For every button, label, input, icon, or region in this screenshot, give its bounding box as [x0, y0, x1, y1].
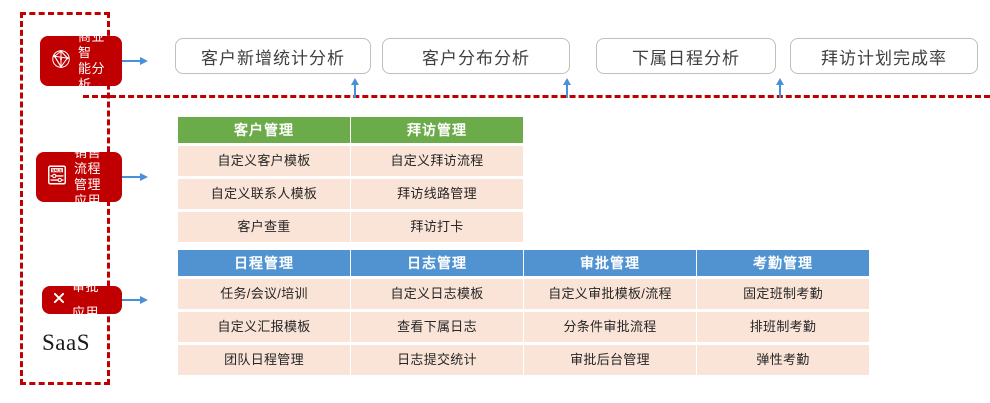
card-title: 日程管理 [178, 250, 350, 276]
network-graph-icon [50, 48, 72, 75]
card-item[interactable]: 自定义客户模板 [178, 146, 350, 176]
card-item[interactable]: 分条件审批流程 [524, 312, 696, 342]
analytics-button-customer-growth[interactable]: 客户新增统计分析 [175, 38, 371, 74]
card-approval-management[interactable]: 审批管理 自定义审批模板/流程 分条件审批流程 审批后台管理 [524, 250, 696, 375]
badge-label: 审批应用 [72, 279, 100, 320]
card-item[interactable]: 拜访线路管理 [351, 179, 523, 209]
card-title: 日志管理 [351, 250, 523, 276]
card-item[interactable]: 团队日程管理 [178, 345, 350, 375]
horizontal-dashed-divider [83, 95, 990, 98]
svg-text:SALE: SALE [52, 168, 63, 172]
card-log-management[interactable]: 日志管理 自定义日志模板 查看下属日志 日志提交统计 [351, 250, 523, 375]
badge-label: 商业智 能分析 [78, 29, 106, 92]
cross-mark-icon [52, 291, 66, 310]
card-title: 客户管理 [178, 117, 350, 143]
badge-approval-app[interactable]: 审批应用 [42, 279, 122, 320]
sale-tag-icon: SALE [46, 164, 68, 191]
arrow-up-analytics-2 [563, 78, 571, 98]
analytics-button-subordinate-schedule[interactable]: 下属日程分析 [596, 38, 776, 74]
card-item[interactable]: 自定义拜访流程 [351, 146, 523, 176]
card-item[interactable]: 自定义审批模板/流程 [524, 279, 696, 309]
card-item[interactable]: 日志提交统计 [351, 345, 523, 375]
analytics-button-visit-plan-rate[interactable]: 拜访计划完成率 [790, 38, 978, 74]
arrow-up-analytics-3 [776, 78, 784, 98]
card-item[interactable]: 自定义联系人模板 [178, 179, 350, 209]
arrow-approval-to-modules [122, 296, 148, 304]
badge-sales-process[interactable]: SALE 销售流程 管理应用 [36, 145, 122, 208]
card-item[interactable]: 拜访打卡 [351, 212, 523, 242]
card-item[interactable]: 客户查重 [178, 212, 350, 242]
card-item[interactable]: 查看下属日志 [351, 312, 523, 342]
card-item[interactable]: 自定义日志模板 [351, 279, 523, 309]
card-title: 考勤管理 [697, 250, 869, 276]
badge-label: 销售流程 管理应用 [74, 145, 102, 208]
card-item[interactable]: 固定班制考勤 [697, 279, 869, 309]
analytics-button-customer-distribution[interactable]: 客户分布分析 [382, 38, 570, 74]
card-title: 审批管理 [524, 250, 696, 276]
card-item[interactable]: 弹性考勤 [697, 345, 869, 375]
arrow-sales-to-modules [122, 173, 148, 181]
card-item[interactable]: 自定义汇报模板 [178, 312, 350, 342]
card-visit-management[interactable]: 拜访管理 自定义拜访流程 拜访线路管理 拜访打卡 [351, 117, 523, 242]
card-customer-management[interactable]: 客户管理 自定义客户模板 自定义联系人模板 客户查重 [178, 117, 350, 242]
card-schedule-management[interactable]: 日程管理 任务/会议/培训 自定义汇报模板 团队日程管理 [178, 250, 350, 375]
arrow-up-analytics-1 [351, 78, 359, 98]
badge-business-intelligence[interactable]: 商业智 能分析 [40, 29, 122, 92]
arrow-bi-to-analytics [122, 57, 148, 65]
card-attendance-management[interactable]: 考勤管理 固定班制考勤 排班制考勤 弹性考勤 [697, 250, 869, 375]
card-title: 拜访管理 [351, 117, 523, 143]
card-item[interactable]: 任务/会议/培训 [178, 279, 350, 309]
saas-label: SaaS [42, 330, 90, 355]
card-item[interactable]: 审批后台管理 [524, 345, 696, 375]
card-item[interactable]: 排班制考勤 [697, 312, 869, 342]
